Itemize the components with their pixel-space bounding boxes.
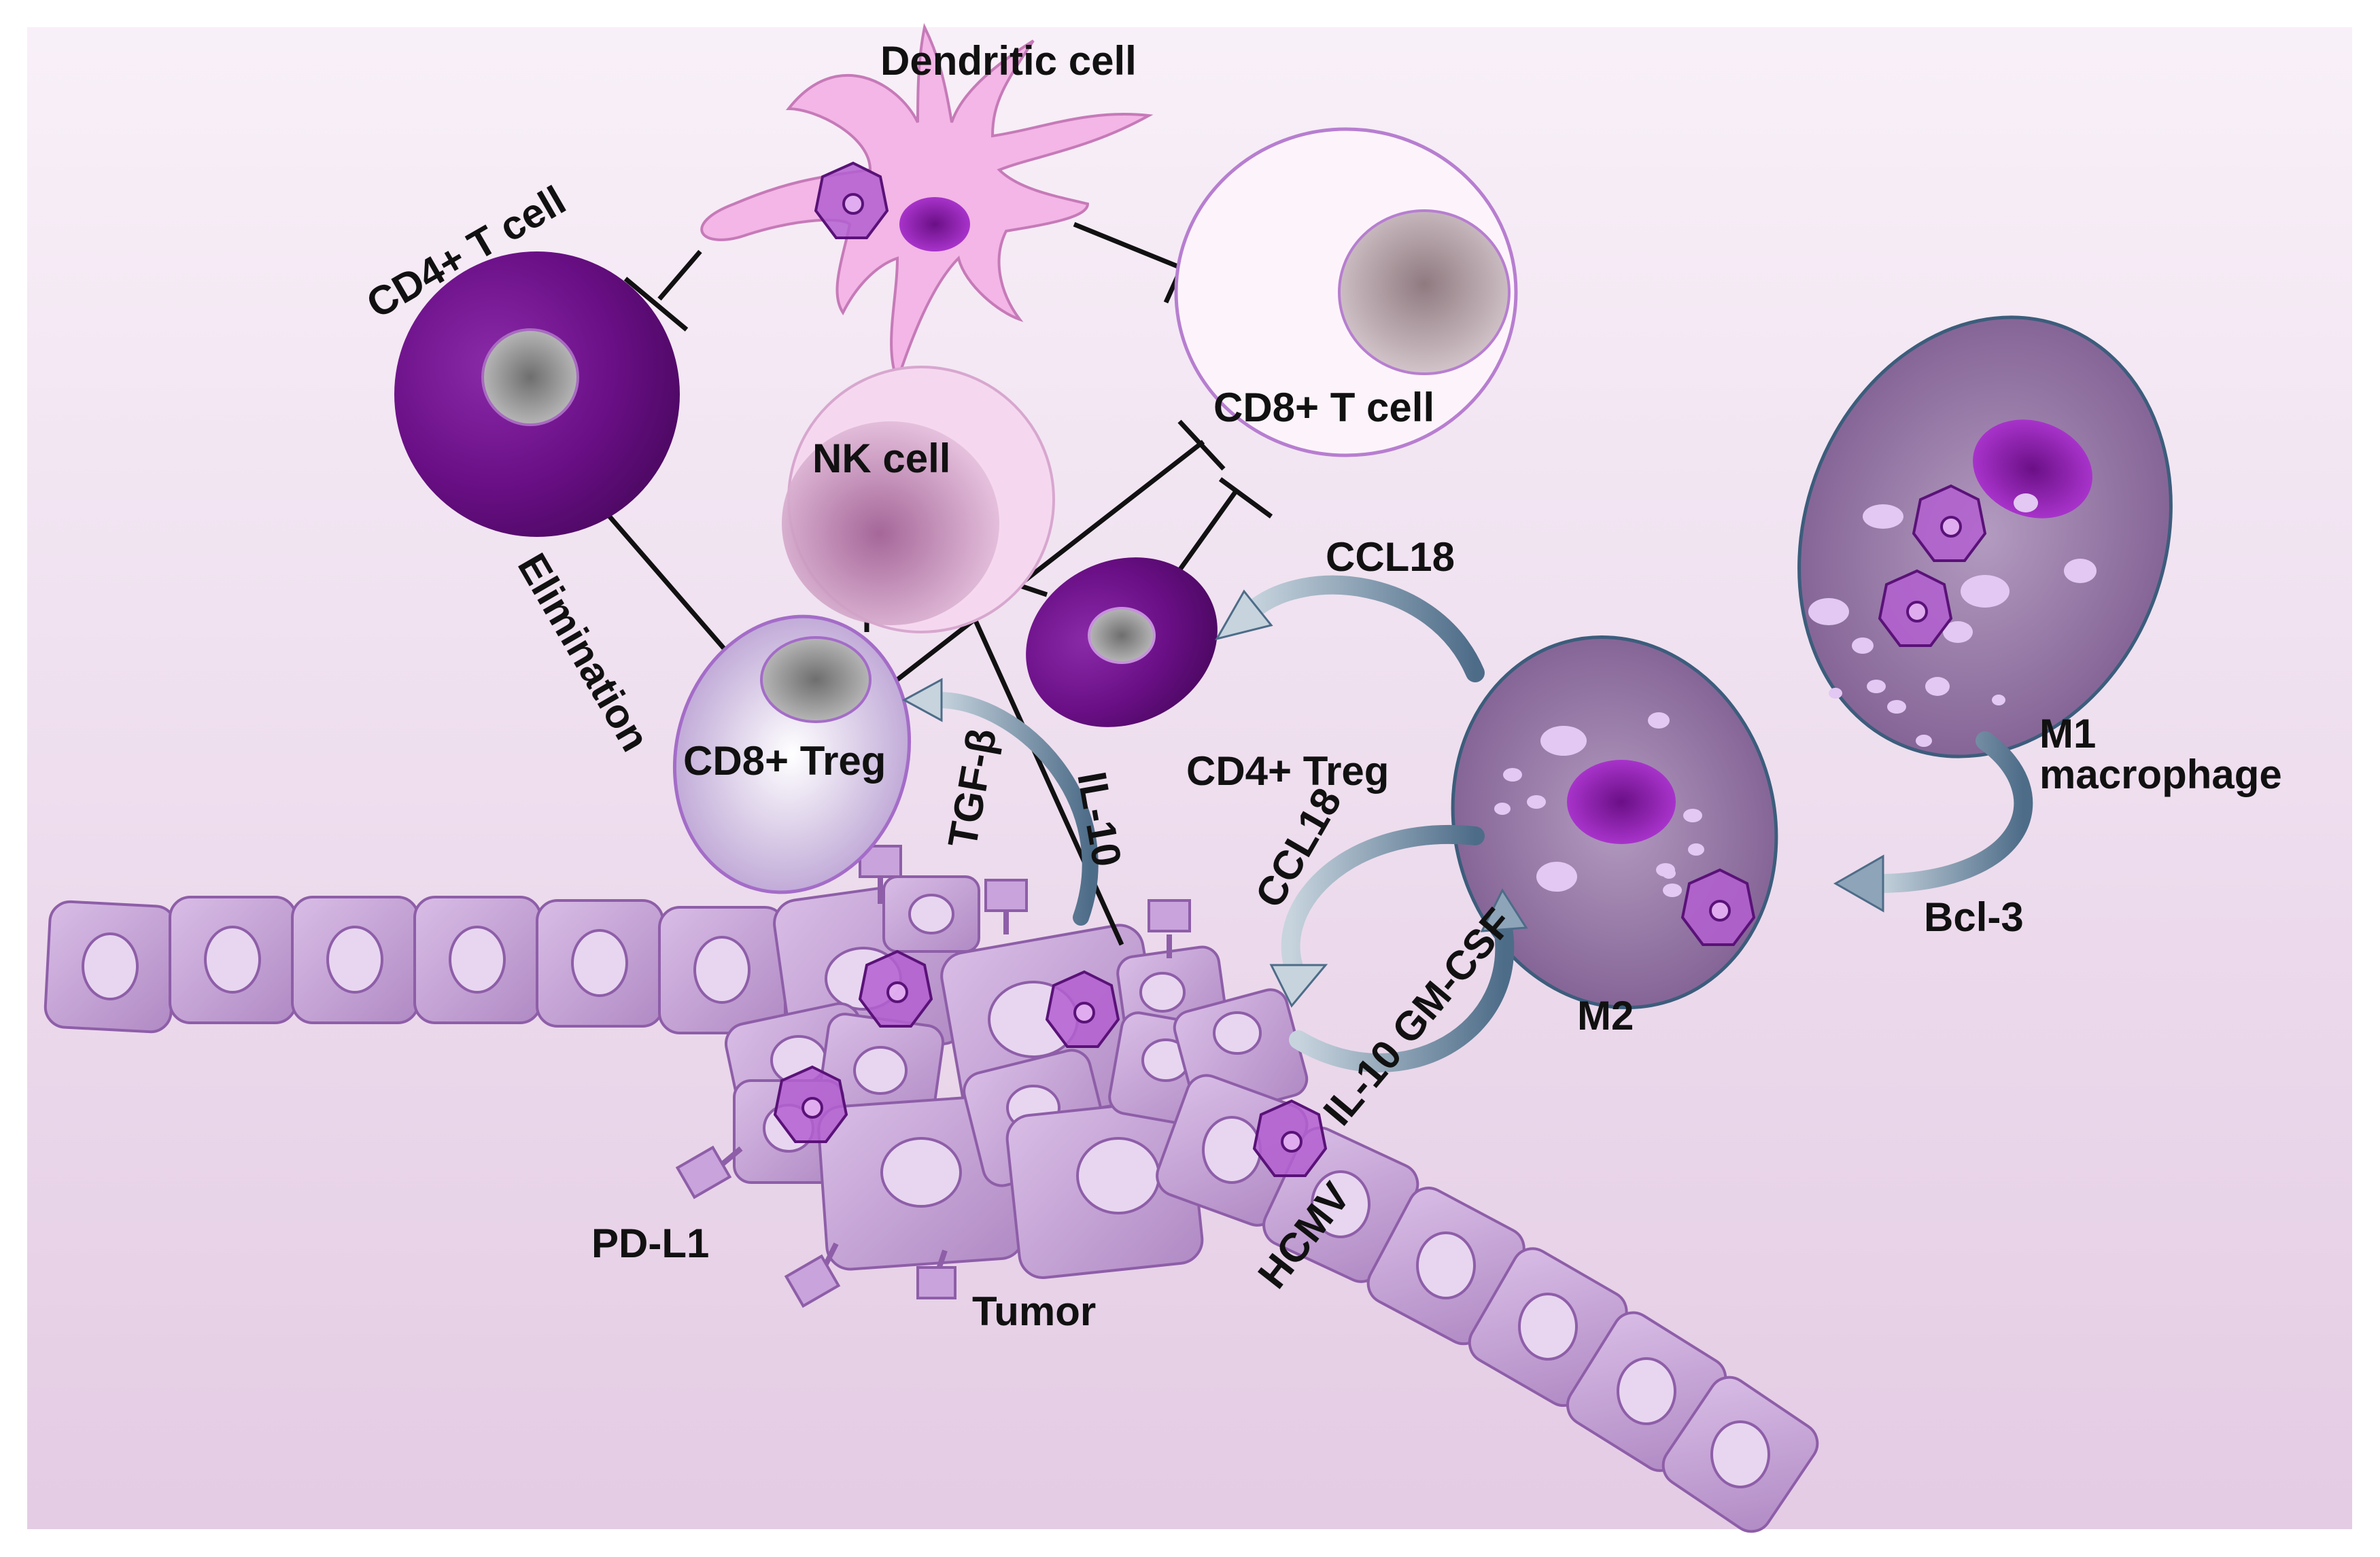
inhibition-bar [623,277,689,332]
tumor-cell [1005,1100,1204,1279]
inhibition-dc-cd8 [1073,222,1184,271]
m1-macrophage [1797,315,2173,758]
vacuoles [1494,712,1704,897]
pd-l1-receptor [916,1249,956,1299]
pd-l1-receptors [675,845,1191,1308]
pd-l1-receptor [784,1242,841,1308]
arrow-m1-to-m2 [1867,731,2033,893]
label-dendritic-cell: Dendritic cell [880,38,1137,84]
cd8-treg-nucleus [760,636,872,723]
epithelial-cell [536,899,664,1028]
cd8-treg [672,614,912,894]
hcmv-virion-icon [1680,868,1756,946]
arrow-m2-to-cd4treg [1241,575,1485,682]
pd-l1-receptor [984,879,1028,934]
arrow-tumor-to-cd8treg [930,692,1099,926]
cd4-treg-nucleus [1088,607,1156,664]
hcmv-virion-icon [1252,1099,1328,1177]
m1-nucleus [1973,419,2092,519]
arrowhead [1214,589,1273,641]
nk-cell [782,366,1055,633]
hcmv-virion-icon [814,161,889,239]
inhibition-cd8treg-cd8 [895,440,1205,682]
epithelial-cell [44,900,177,1034]
pd-l1-receptor [1148,899,1191,958]
epithelial-cell [413,896,542,1024]
cd8-t-cell [1174,127,1518,457]
tumor-cell [817,1094,1025,1271]
vacuoles [1808,493,2097,747]
label-cd8-treg: CD8+ Treg [683,738,886,784]
cd4-treg [1026,557,1218,727]
arrowhead [901,678,943,722]
cd4-t-cell [394,251,680,537]
arrow-m2-to-tumor [1281,825,1485,988]
label-m2: M2 [1577,993,1634,1038]
arrowhead [1833,854,1884,913]
epithelium-layer [44,875,1819,1533]
arrow-tumor-to-m2 [1289,915,1515,1072]
inhibition-cd8treg-cd4 [593,497,729,654]
dendritic-cell [700,22,1154,385]
label-m1-line1: M1 [2039,711,2096,756]
label-cd8-t-cell: CD8+ T cell [1213,385,1434,430]
label-tumor: Tumor [972,1289,1096,1334]
hcmv-virion-icon [858,949,933,1028]
hcmv-virions-tumor [773,949,1328,1177]
epithelial-cell [1661,1376,1819,1533]
arrowhead [1480,888,1528,932]
epithelial-cell [1366,1187,1525,1346]
label-bcl3: Bcl-3 [1924,894,2024,940]
epithelial-cell [169,896,297,1024]
dendritic-cell-nucleus [899,197,970,251]
inhibition-dc-cd4 [657,249,702,301]
hcmv-virion-icon [1878,569,1953,647]
hcmv-virion-icon [1912,484,1987,562]
epithelial-cell [658,906,787,1034]
epithelial-cell [291,896,419,1024]
label-m1-line2: macrophage [2039,752,2282,797]
inhibition-bar [1218,477,1273,519]
cd8-t-cell-nucleus [1338,209,1511,375]
label-cd4-treg: CD4+ Treg [1186,748,1389,794]
hcmv-virion-icon [773,1065,848,1143]
m2-nucleus [1567,760,1676,844]
tumor-cell [882,875,980,953]
label-nk-cell: NK cell [812,436,950,481]
pd-l1-receptor [675,1145,743,1200]
cd4-t-cell-nucleus [481,328,579,426]
arrowhead [1269,964,1328,1008]
m2-macrophage [1451,635,1778,1010]
label-pd-l1: PD-L1 [591,1221,709,1266]
inhibition-bar [1177,419,1226,471]
label-ccl18-upper: CCL18 [1326,534,1455,580]
curved-arrows [901,575,2033,1072]
nk-cell-nucleus [782,421,999,625]
hcmv-virion-icon [1045,970,1120,1048]
